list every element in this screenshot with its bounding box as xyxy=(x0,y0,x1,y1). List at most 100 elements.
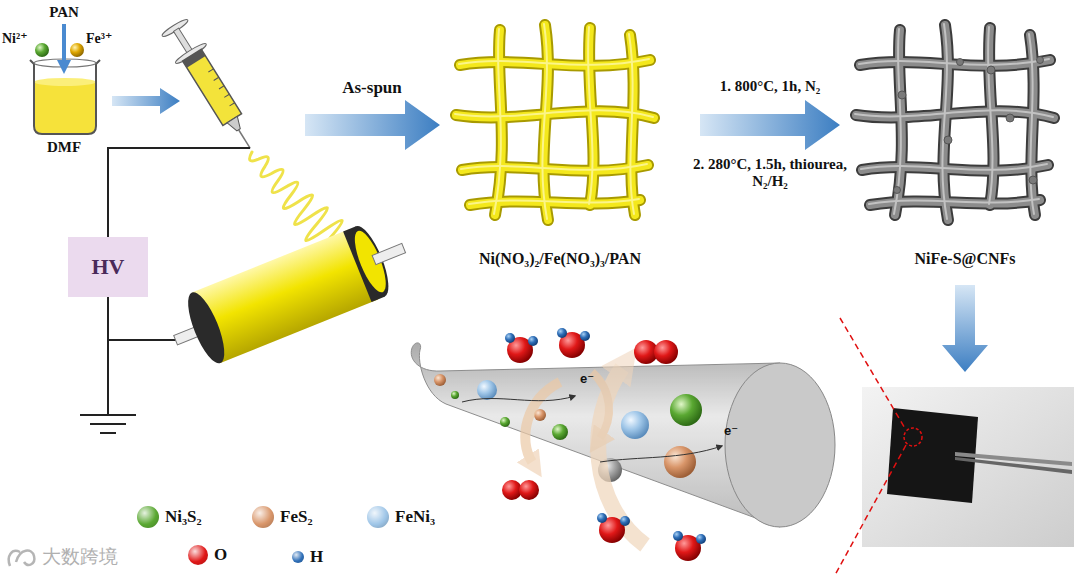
precursor-fiber-mat xyxy=(462,165,648,171)
power-supply-box: HV xyxy=(68,237,148,297)
electron-path xyxy=(462,396,722,462)
precursor-fiber-mat xyxy=(543,25,548,220)
nanoparticle xyxy=(552,424,568,440)
legend-text: O xyxy=(214,545,227,565)
carbon-fiber-mat xyxy=(856,111,1054,118)
reaction-arrow xyxy=(592,372,609,438)
precursor-fiber-mat xyxy=(455,24,653,219)
carbon-fiber-mat xyxy=(942,24,947,219)
legend-swatch xyxy=(137,506,159,528)
process-arrow xyxy=(112,88,180,114)
electron-label: e⁻ xyxy=(724,424,738,439)
carbon-fiber-mat xyxy=(856,25,1054,220)
water-molecule xyxy=(505,333,515,343)
circuit-wire xyxy=(108,148,250,237)
precursor-fiber-mat xyxy=(589,28,594,205)
spinning-jet xyxy=(250,152,343,241)
carbon-fiber-mat xyxy=(855,110,1053,117)
precursor-fiber-mat xyxy=(460,60,650,66)
zoom-line xyxy=(835,445,906,575)
carbon-fiber-mat xyxy=(989,28,994,205)
beaker xyxy=(30,59,100,134)
ni-ion xyxy=(35,43,49,57)
ion-label: Ni²⁺ xyxy=(2,31,28,47)
carbon-fiber-mat xyxy=(862,165,1048,171)
electron-path xyxy=(462,396,575,402)
legend-text: FeS₂ xyxy=(280,507,312,527)
syringe xyxy=(161,18,190,39)
precursor-fiber-mat xyxy=(456,111,654,118)
fiber-nodule xyxy=(894,57,1044,194)
fiber-nodule xyxy=(898,91,906,99)
nanoparticle xyxy=(621,411,649,439)
nanoparticle xyxy=(434,374,702,482)
material-label: Ni(NO₃)₂/Fe(NO₃)₃/PAN xyxy=(479,250,641,268)
precursor-fiber-mat xyxy=(456,25,654,220)
precursor-fiber-mat xyxy=(456,111,654,118)
fiber-nodule xyxy=(957,59,964,66)
water-molecule xyxy=(505,328,706,561)
legend-text: FeNi₃ xyxy=(395,507,435,527)
carbon-fiber-mat xyxy=(860,60,1050,66)
precursor-fiber-mat xyxy=(469,199,639,204)
collector-drum xyxy=(161,213,418,376)
carbon-fiber-mat xyxy=(989,28,994,205)
legend-swatch xyxy=(252,506,274,528)
legend-swatch xyxy=(292,551,304,563)
nanoparticle xyxy=(434,374,446,386)
carbon-fiber-mat xyxy=(860,60,1050,66)
process-arrow xyxy=(305,100,440,150)
feed-arrow xyxy=(62,24,66,62)
beaker xyxy=(34,82,96,134)
collector-drum xyxy=(372,243,405,264)
ion-label: Fe³⁺ xyxy=(86,31,112,47)
carbon-fiber-mat xyxy=(855,24,1053,219)
watermark: 大数跨境 xyxy=(42,546,118,568)
fiber-nodule xyxy=(1037,57,1044,64)
node-text: HV xyxy=(92,254,125,279)
legend-swatch xyxy=(367,506,389,528)
oxygen-molecule xyxy=(519,480,539,500)
process-arrow xyxy=(942,285,988,372)
fiber-cone xyxy=(725,363,835,527)
precursor-fiber-mat xyxy=(455,110,653,117)
circuit-wire xyxy=(108,339,176,341)
fiber-nodule xyxy=(894,187,901,194)
syringe xyxy=(208,69,234,106)
water-molecule xyxy=(620,516,630,526)
carbon-fiber-mat xyxy=(856,111,1054,118)
reagent-label: PAN xyxy=(49,4,79,21)
feed-arrow xyxy=(57,24,71,74)
carbon-fiber-mat xyxy=(855,24,1054,220)
carbon-fiber-mat xyxy=(943,25,948,220)
precursor-fiber-mat xyxy=(462,165,648,171)
water-molecule xyxy=(580,331,590,341)
fiber-nodule xyxy=(987,66,995,74)
precursor-fiber-mat xyxy=(542,24,547,219)
electrode-photo xyxy=(955,457,1072,474)
carbon-fiber-mat xyxy=(859,59,1049,65)
nanoparticle xyxy=(670,394,702,426)
electron-path xyxy=(600,446,722,462)
precursor-fiber-mat xyxy=(456,25,654,220)
step-label: As-spun xyxy=(342,78,402,98)
fiber-nodule xyxy=(1006,114,1014,122)
watermark-logo xyxy=(9,551,35,566)
nanoparticle xyxy=(477,380,497,400)
fiber-nodule xyxy=(1029,176,1037,184)
condition-label: 2. 280°C, 1.5h, thiourea, N₂/H₂ xyxy=(690,156,850,191)
fe-ion xyxy=(70,43,84,57)
circuit-wire xyxy=(107,297,109,415)
zoom-line xyxy=(835,318,906,575)
nanoparticle xyxy=(500,417,510,427)
carbon-fiber-mat xyxy=(943,25,948,220)
oxygen-molecule xyxy=(654,340,678,364)
carbon-fiber-mat xyxy=(894,29,901,214)
fiber-nodule xyxy=(944,136,952,144)
precursor-fiber-mat xyxy=(461,164,647,170)
material-label: NiFe-S@CNFs xyxy=(914,250,1015,268)
beaker xyxy=(34,78,96,86)
